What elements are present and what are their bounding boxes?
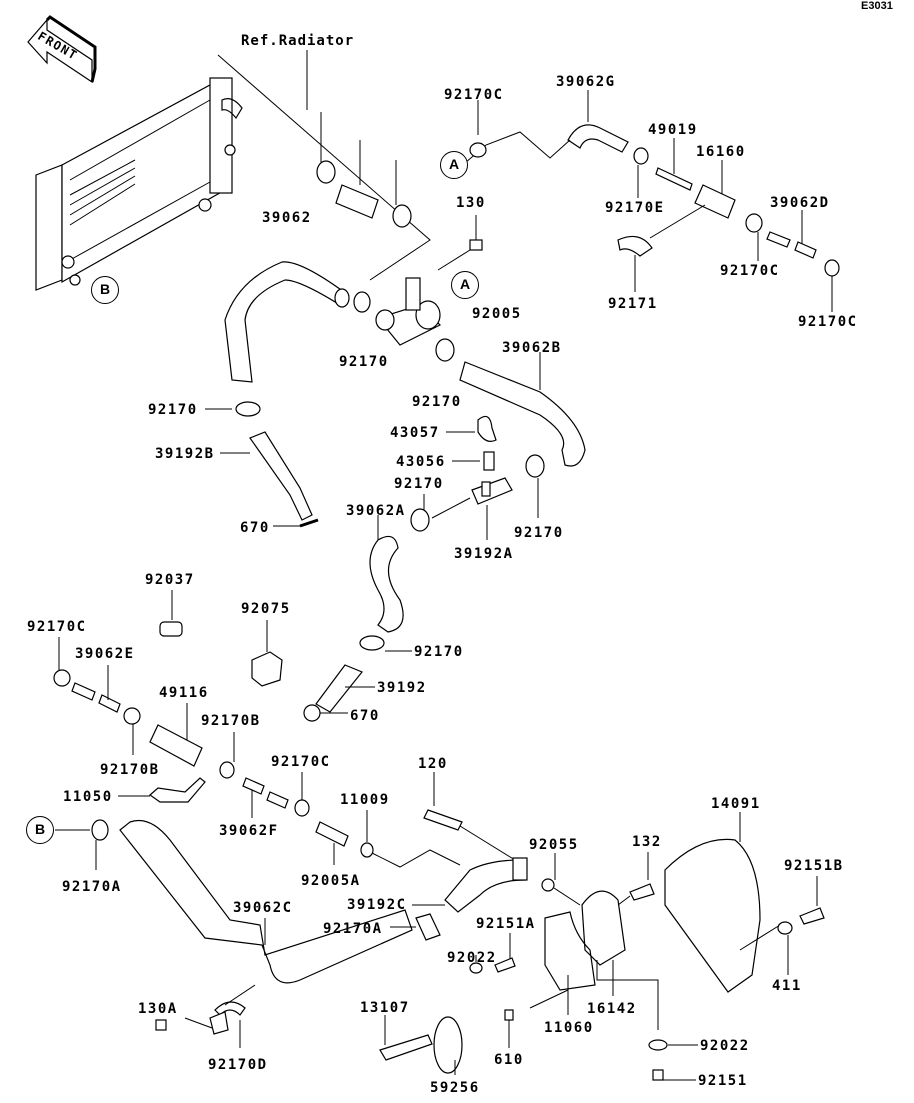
part-label[interactable]: 49019 bbox=[648, 122, 698, 138]
part-label[interactable]: 39062B bbox=[502, 340, 562, 356]
part-label[interactable]: 92022 bbox=[700, 1038, 750, 1054]
part-label[interactable]: 92170 bbox=[394, 476, 444, 492]
connector-b-lower[interactable]: B bbox=[26, 816, 54, 844]
part-label[interactable]: 92151A bbox=[476, 916, 536, 932]
part-label[interactable]: 39062G bbox=[556, 74, 616, 90]
part-label[interactable]: 92170 bbox=[414, 644, 464, 660]
part-label[interactable]: 670 bbox=[350, 708, 380, 724]
part-label[interactable]: 39192C bbox=[347, 897, 407, 913]
connector-a-lower[interactable]: A bbox=[451, 271, 479, 299]
part-label[interactable]: 120 bbox=[418, 756, 448, 772]
part-label[interactable]: 92170 bbox=[514, 525, 564, 541]
part-label[interactable]: 11009 bbox=[340, 792, 390, 808]
part-label[interactable]: 92170 bbox=[148, 402, 198, 418]
part-label[interactable]: 92170A bbox=[62, 879, 122, 895]
part-label[interactable]: 16142 bbox=[587, 1001, 637, 1017]
part-label[interactable]: 92170B bbox=[100, 762, 160, 778]
part-label[interactable]: 411 bbox=[772, 978, 802, 994]
part-label[interactable]: 59256 bbox=[430, 1080, 480, 1096]
part-label[interactable]: 39192A bbox=[454, 546, 514, 562]
part-label[interactable]: 92005A bbox=[301, 873, 361, 889]
part-label[interactable]: 92170E bbox=[605, 200, 665, 216]
connector-b-upper[interactable]: B bbox=[91, 276, 119, 304]
part-label[interactable]: 11050 bbox=[63, 789, 113, 805]
part-label[interactable]: 92075 bbox=[241, 601, 291, 617]
part-label[interactable]: 92170C bbox=[27, 619, 87, 635]
part-label[interactable]: 39192B bbox=[155, 446, 215, 462]
part-label[interactable]: 92005 bbox=[472, 306, 522, 322]
part-label[interactable]: 92055 bbox=[529, 837, 579, 853]
part-label[interactable]: 92170C bbox=[271, 754, 331, 770]
radiator-drawing bbox=[35, 77, 243, 291]
part-label[interactable]: 92170C bbox=[798, 314, 858, 330]
part-label[interactable]: 92022 bbox=[447, 950, 497, 966]
ref-radiator-label[interactable]: Ref.Radiator bbox=[241, 33, 355, 49]
part-label[interactable]: 92037 bbox=[145, 572, 195, 588]
part-label[interactable]: 92170B bbox=[201, 713, 261, 729]
part-label[interactable]: 92171 bbox=[608, 296, 658, 312]
part-label[interactable]: 92170 bbox=[412, 394, 462, 410]
part-label[interactable]: 92170C bbox=[720, 263, 780, 279]
part-label[interactable]: 39062D bbox=[770, 195, 830, 211]
part-label[interactable]: 130A bbox=[138, 1001, 178, 1017]
part-label[interactable]: 132 bbox=[632, 834, 662, 850]
part-label[interactable]: 130 bbox=[456, 195, 486, 211]
connector-a-upper[interactable]: A bbox=[440, 151, 468, 179]
part-label[interactable]: 610 bbox=[494, 1052, 524, 1068]
part-label[interactable]: 49116 bbox=[159, 685, 209, 701]
part-label[interactable]: 92170A bbox=[323, 921, 383, 937]
part-label[interactable]: 92170 bbox=[339, 354, 389, 370]
part-label[interactable]: 92151 bbox=[698, 1073, 748, 1089]
part-label[interactable]: 670 bbox=[240, 520, 270, 536]
part-label[interactable]: 13107 bbox=[360, 1000, 410, 1016]
part-label[interactable]: 11060 bbox=[544, 1020, 594, 1036]
part-label[interactable]: 16160 bbox=[696, 144, 746, 160]
part-label[interactable]: 92170D bbox=[208, 1057, 268, 1073]
part-label[interactable]: 39062E bbox=[75, 646, 135, 662]
part-label[interactable]: 39062F bbox=[219, 823, 279, 839]
part-label[interactable]: 92170C bbox=[444, 87, 504, 103]
part-label[interactable]: 39192 bbox=[377, 680, 427, 696]
part-label[interactable]: 39062 bbox=[262, 210, 312, 226]
part-label[interactable]: 14091 bbox=[711, 796, 761, 812]
part-label[interactable]: 39062C bbox=[233, 900, 293, 916]
part-label[interactable]: 92151B bbox=[784, 858, 844, 874]
part-label[interactable]: 43057 bbox=[390, 425, 440, 441]
part-label[interactable]: 43056 bbox=[396, 454, 446, 470]
front-arrow-icon bbox=[27, 15, 97, 84]
diagram-code: E3031 bbox=[861, 0, 893, 12]
part-label[interactable]: 39062A bbox=[346, 503, 406, 519]
